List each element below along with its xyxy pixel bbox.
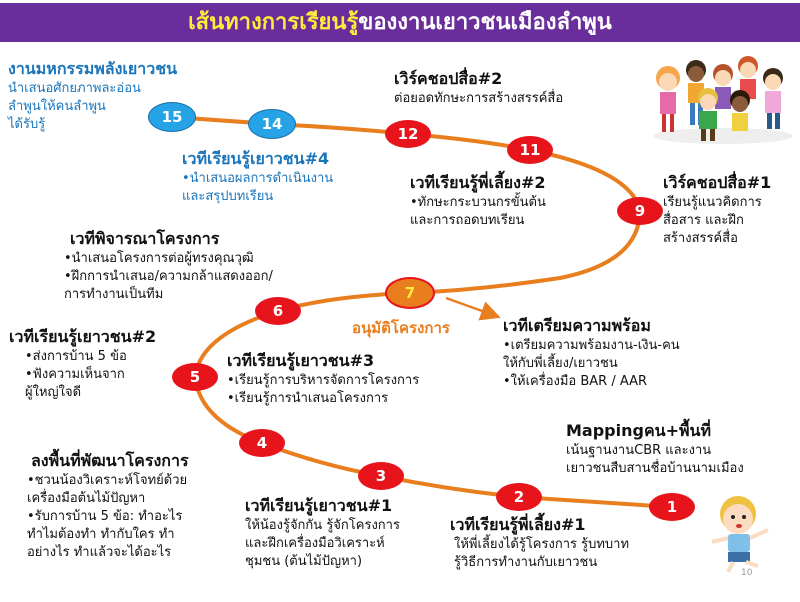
block-festival: งานมหกรรมพลังเยาวชน นำเสนอศักยภาพละอ่อน …	[8, 58, 177, 134]
title-rest: ของงานเยาวชนเมืองลำพูน	[358, 10, 612, 35]
page-number: 10	[741, 568, 753, 578]
line: ผู้ใหญ่ใจดี	[25, 385, 82, 400]
line: การทำงานเป็นทีม	[64, 287, 164, 302]
heading: Mappingคน+พื้นที่	[566, 421, 712, 440]
line: และการถอดบทเรียน	[410, 213, 525, 228]
heading: เวทีพิจารณาโครงการ	[70, 229, 220, 248]
heading: เวทีเรียนรู้เยาวชน#2	[9, 327, 157, 346]
line: อย่างไร ทำแล้วจะได้อะไร	[27, 545, 172, 560]
step-4: 4	[239, 429, 285, 457]
line: ลำพูนให้คนลำพูน	[8, 99, 106, 114]
block-mapping: Mappingคน+พื้นที่ เน้นฐานงานCBR และงาน เ…	[566, 420, 744, 478]
block-youth3: เวทีเรียนรู้เยาวชน#3 •เรียนรู้การบริหารจ…	[227, 350, 419, 408]
line: เยาวชนสืบสานชื่อบ้านนามเมือง	[566, 461, 744, 476]
line: •เตรียมความพร้อมงาน-เงิน-คน	[503, 338, 680, 353]
line: ต่อยอดทักษะการสร้างสรรค์สื่อ	[394, 91, 564, 106]
slide-title: เส้นทางการเรียนรู้ของงานเยาวชนเมืองลำพูน	[0, 3, 800, 42]
line: ทำไมต้องทำ ทำกับใคร ทำ	[27, 527, 175, 542]
line: •ชวนน้องวิเคราะห์โจทย์ด้วย	[27, 473, 188, 488]
heading: เวิร์คชอปสื่อ#1	[663, 173, 772, 192]
line: •ฝึกการนำเสนอ/ความกล้าแสดงออก/	[64, 269, 273, 284]
line: •เรียนรู้การนำเสนอโครงการ	[227, 391, 389, 406]
step-9: 9	[617, 197, 663, 225]
block-youth2: เวทีเรียนรู้เยาวชน#2 •ส่งการบ้าน 5 ข้อ •…	[9, 326, 156, 402]
step-7: 7	[385, 277, 435, 309]
line: เครื่องมือต้นไม้ปัญหา	[27, 491, 146, 506]
line: ให้พี่เลี้ยงได้รู้โครงการ รู้บทบาท	[454, 537, 630, 552]
step-6: 6	[255, 297, 301, 325]
line: •นำเสนอผลการดำเนินงาน	[182, 171, 334, 186]
block-workshop1: เวิร์คชอปสื่อ#1 เรียนรู้แนวคิดการ สื่อสา…	[663, 172, 771, 248]
step-11: 11	[507, 136, 553, 164]
children-group-illustration	[653, 56, 793, 144]
block-review: เวทีพิจารณาโครงการ •นำเสนอโครงการต่อผู้ท…	[64, 228, 273, 304]
heading: เวทีเรียนรู้พี่เลี้ยง#1	[450, 515, 586, 534]
line: ให้กับพี่เลี้ยง/เยาวชน	[503, 356, 618, 371]
heading: เวทีเรียนรู้เยาวชน#3	[227, 351, 375, 370]
heading: เวทีเรียนรู้พี่เลี้ยง#2	[410, 173, 546, 192]
block-workshop2: เวิร์คชอปสื่อ#2 ต่อยอดทักษะการสร้างสรรค์…	[394, 68, 563, 108]
heading: เวทีเตรียมความพร้อม	[503, 316, 651, 335]
step-3: 3	[358, 462, 404, 490]
step-15: 15	[148, 102, 196, 132]
line: •ฟังความเห็นจาก	[25, 367, 125, 382]
approve-label: อนุมัติโครงการ	[352, 319, 450, 337]
step-12: 12	[385, 120, 431, 148]
line: •เรียนรู้การบริหารจัดการโครงการ	[227, 373, 420, 388]
heading: เวทีเรียนรู้เยาวชน#1	[245, 496, 393, 515]
step-2: 2	[496, 483, 542, 511]
line: รู้วิธีการทำงานกับเยาวชน	[454, 555, 598, 570]
block-mentor1: เวทีเรียนรู้พี่เลี้ยง#1 ให้พี่เลี้ยงได้ร…	[450, 514, 629, 572]
step-1: 1	[649, 493, 695, 521]
line: และสรุปบทเรียน	[182, 189, 274, 204]
line: •ส่งการบ้าน 5 ข้อ	[25, 349, 127, 364]
line: ได้รับรู้	[8, 117, 46, 132]
approve-arrow	[445, 296, 501, 321]
heading: เวิร์คชอปสื่อ#2	[394, 69, 503, 88]
line: นำเสนอศักยภาพละอ่อน	[8, 81, 141, 96]
line: •รับการบ้าน 5 ข้อ: ทำอะไร	[27, 509, 183, 524]
line: •ทักษะกระบวนกรขั้นต้น	[410, 195, 546, 210]
block-mentor2: เวทีเรียนรู้พี่เลี้ยง#2 •ทักษะกระบวนกรขั…	[410, 172, 546, 230]
line: ชุมชน (ต้นไม้ปัญหา)	[245, 554, 363, 569]
heading: งานมหกรรมพลังเยาวชน	[8, 59, 178, 78]
boy-illustration	[711, 496, 769, 573]
block-youth1: เวทีเรียนรู้เยาวชน#1 ให้น้องรู้จักกัน รู…	[245, 495, 400, 571]
line: •ให้เครื่องมือ BAR / AAR	[503, 374, 648, 389]
heading: เวทีเรียนรู้เยาวชน#4	[182, 149, 330, 168]
line: •นำเสนอโครงการต่อผู้ทรงคุณวุฒิ	[64, 251, 254, 266]
block-field: ลงพื้นที่พัฒนาโครงการ •ชวนน้องวิเคราะห์โ…	[27, 450, 189, 562]
step-14: 14	[248, 109, 296, 139]
line: เรียนรู้แนวคิดการ	[663, 195, 762, 210]
line: เน้นฐานงานCBR และงาน	[566, 443, 712, 458]
line: ให้น้องรู้จักกัน รู้จักโครงการ	[245, 518, 400, 533]
block-youth4: เวทีเรียนรู้เยาวชน#4 •นำเสนอผลการดำเนินง…	[182, 148, 333, 206]
step-5: 5	[172, 363, 218, 391]
line: สร้างสรรค์สื่อ	[663, 231, 738, 246]
block-prepare: เวทีเตรียมความพร้อม •เตรียมความพร้อมงาน-…	[503, 315, 680, 391]
title-highlight: เส้นทางการเรียนรู้	[188, 10, 359, 35]
line: สื่อสาร และฝึก	[663, 213, 744, 228]
heading: ลงพื้นที่พัฒนาโครงการ	[31, 451, 189, 470]
line: และฝึกเครื่องมือวิเคราะห์	[245, 536, 385, 551]
